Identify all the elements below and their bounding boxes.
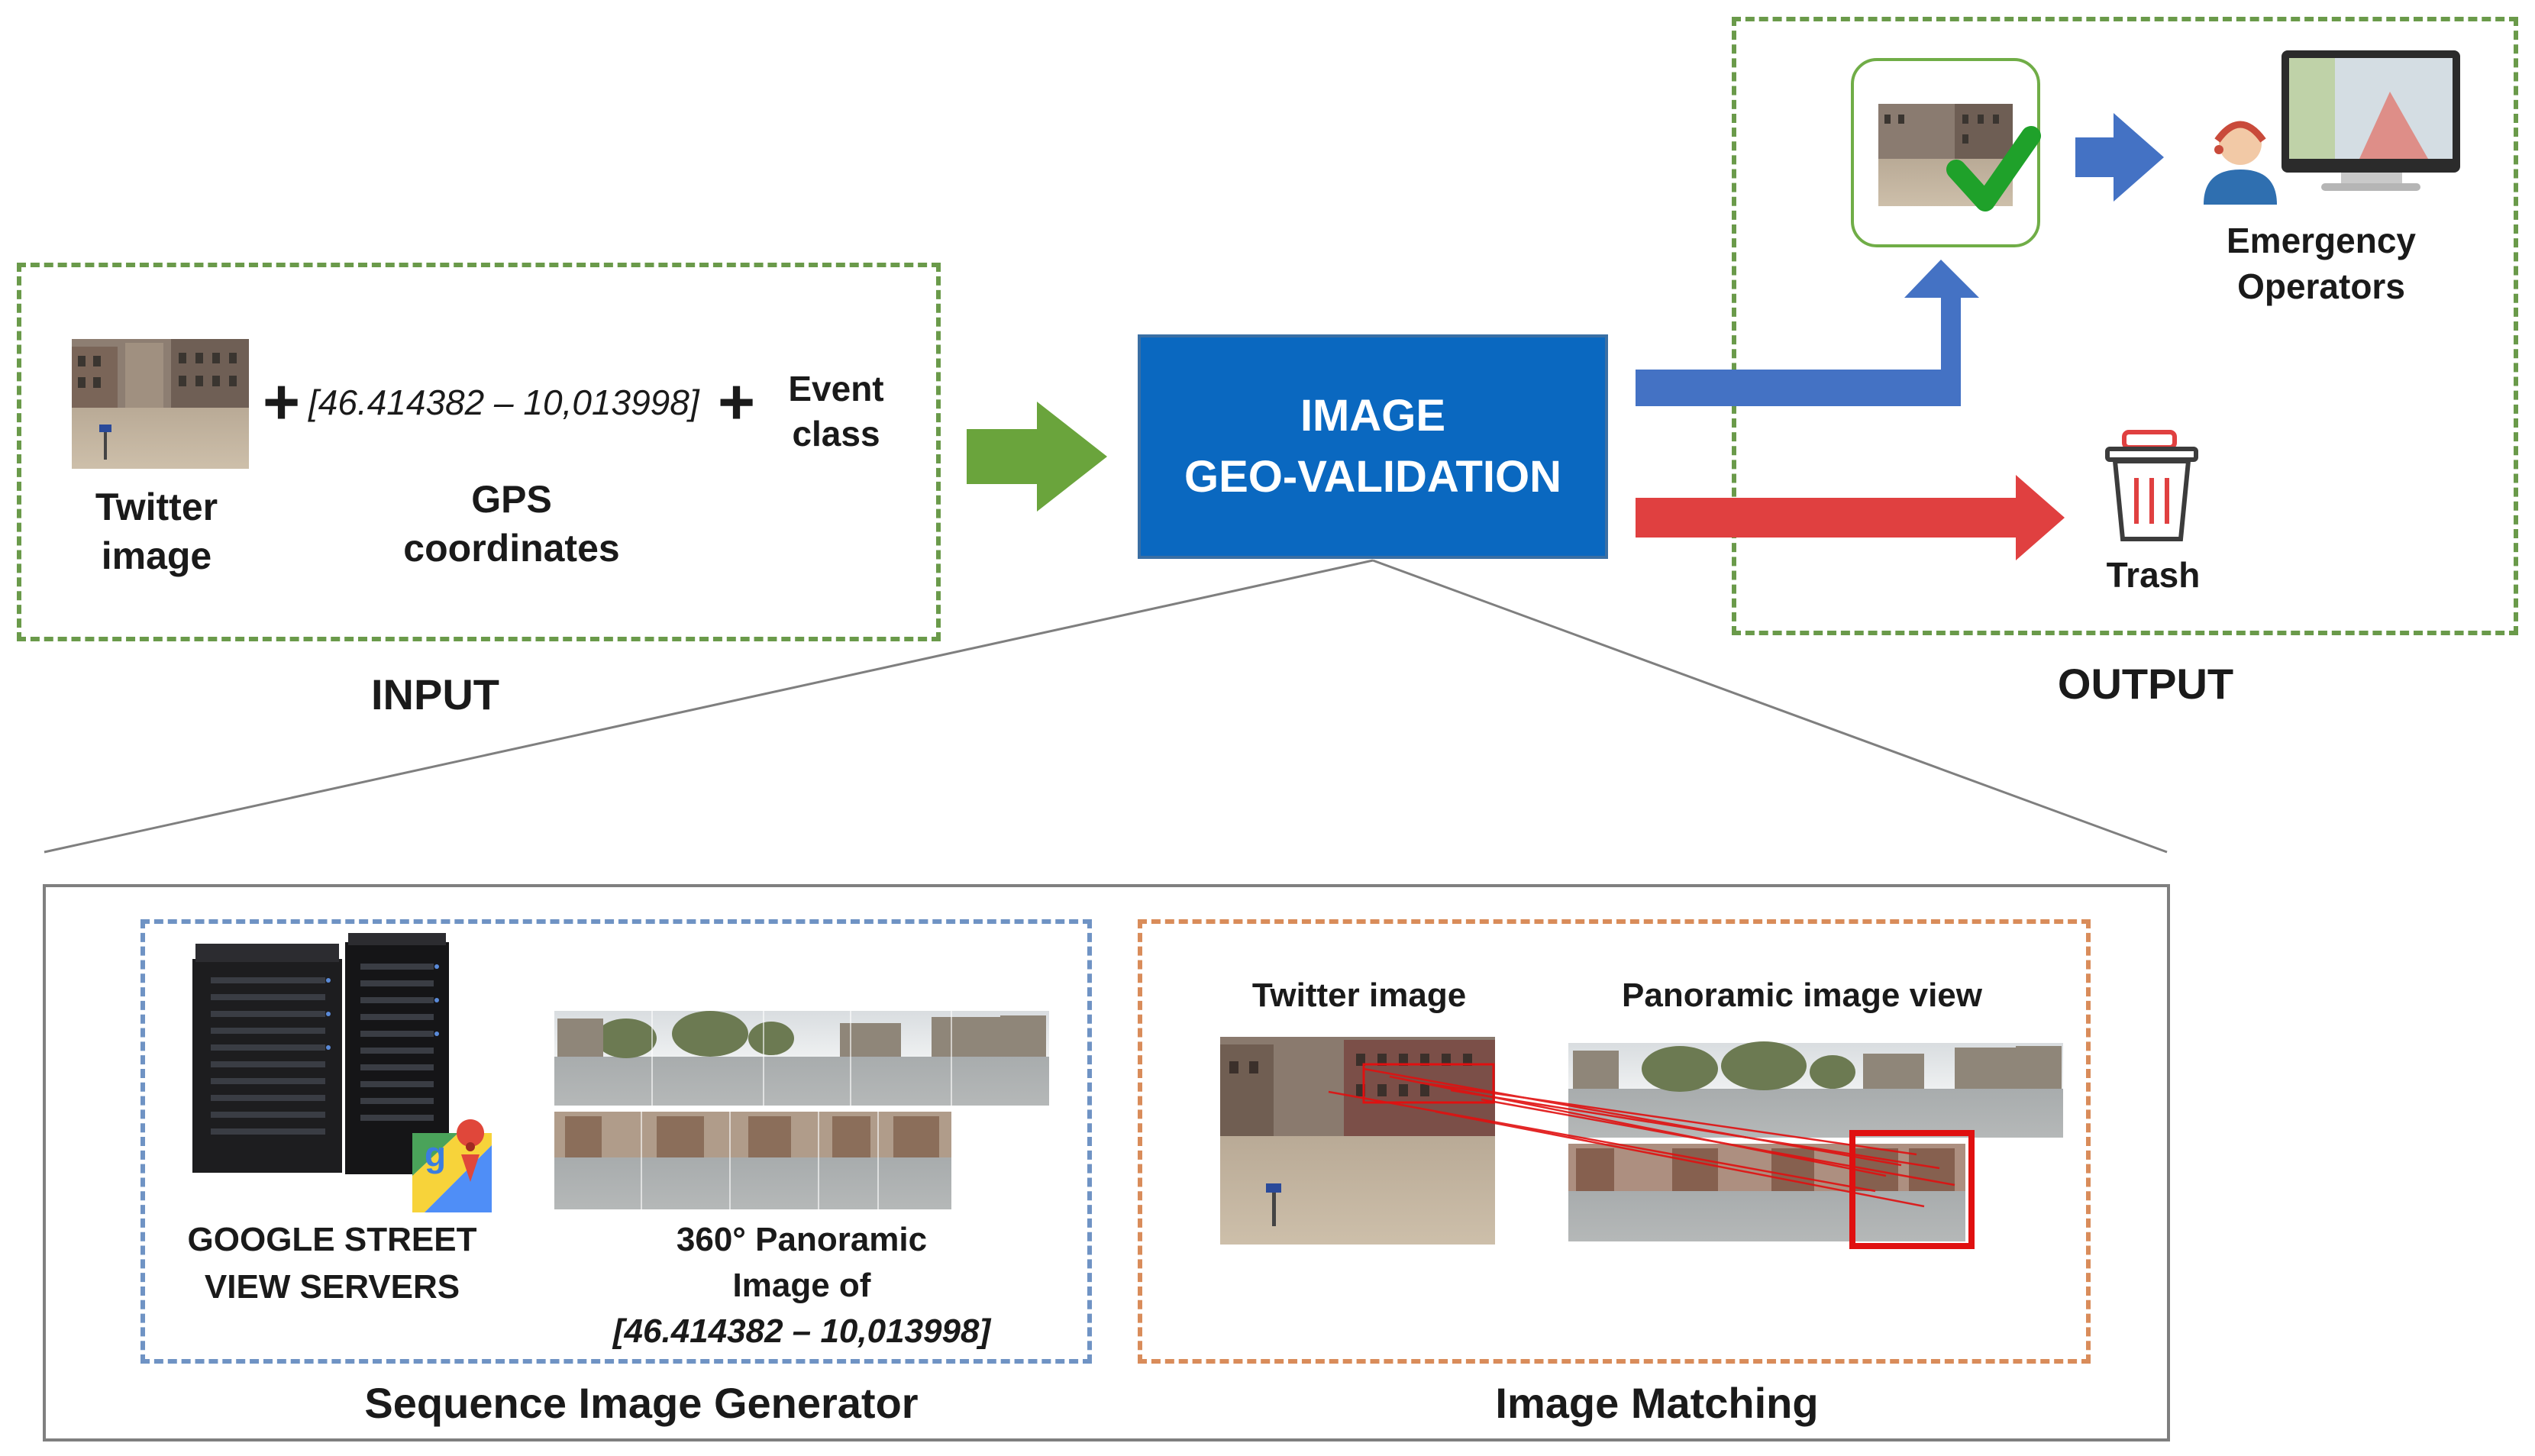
operators-label-line2: Operators [2237, 266, 2405, 306]
sequence-generator-panel [140, 919, 1092, 1364]
image-matching-panel [1138, 919, 2091, 1364]
validation-title-line2: GEO-VALIDATION [1184, 452, 1562, 502]
gps-label: GPS coordinates [403, 478, 620, 570]
matching-panoramic-label: Panoramic image view [1622, 977, 1982, 1014]
google-maps-icon: g [412, 1119, 492, 1212]
operators-label-line1: Emergency [2226, 221, 2416, 260]
input-arrow [967, 402, 1107, 512]
zoom-line-left [44, 559, 1374, 854]
panoramic-coordinates: [46.414382 – 10,013998] [612, 1312, 991, 1350]
success-arrow [1636, 260, 1979, 406]
twitter-match-region [1362, 1063, 1495, 1104]
trash-label: Trash [2106, 555, 2201, 595]
svg-text:g: g [425, 1135, 446, 1174]
reject-arrow [1636, 475, 2065, 560]
plus-sign-2: + [718, 366, 756, 437]
panoramic-label-line2: Image of [732, 1267, 871, 1304]
servers-label-line1: GOOGLE STREET [187, 1221, 477, 1258]
matching-section-label: Image Matching [1495, 1379, 1819, 1427]
output-section-label: OUTPUT [2057, 660, 2234, 708]
monitor-icon [2282, 50, 2460, 191]
trash-icon [2105, 430, 2198, 541]
generator-section-label: Sequence Image Generator [364, 1379, 919, 1427]
operator-person-icon [2204, 121, 2277, 205]
zoom-line-right [1372, 559, 2168, 854]
gps-coordinates-value: [46.414382 – 10,013998] [308, 383, 699, 422]
match-lines [1328, 1067, 1955, 1208]
output-panel [1732, 17, 2518, 635]
panoramic-label-line1: 360° Panoramic [676, 1221, 928, 1258]
twitter-image-label: Twitter image [95, 486, 218, 577]
matching-twitter-label: Twitter image [1251, 977, 1467, 1014]
detail-panel [43, 884, 2170, 1441]
event-class-label: Event class [788, 369, 884, 454]
image-geo-validation-box: IMAGE GEO-VALIDATION [1138, 334, 1608, 559]
validation-title-line1: IMAGE [1300, 390, 1446, 441]
plus-sign-1: + [263, 366, 301, 437]
input-section-label: INPUT [371, 670, 499, 718]
generator-panorama-strip [554, 1011, 1049, 1209]
check-mark-icon [1946, 126, 2041, 211]
match-highlight-box [1849, 1130, 1975, 1249]
arrow-to-operators [2075, 113, 2164, 202]
input-panel [17, 263, 941, 641]
twitter-image-thumbnail [72, 339, 249, 469]
servers-label-line2: VIEW SERVERS [204, 1268, 460, 1306]
